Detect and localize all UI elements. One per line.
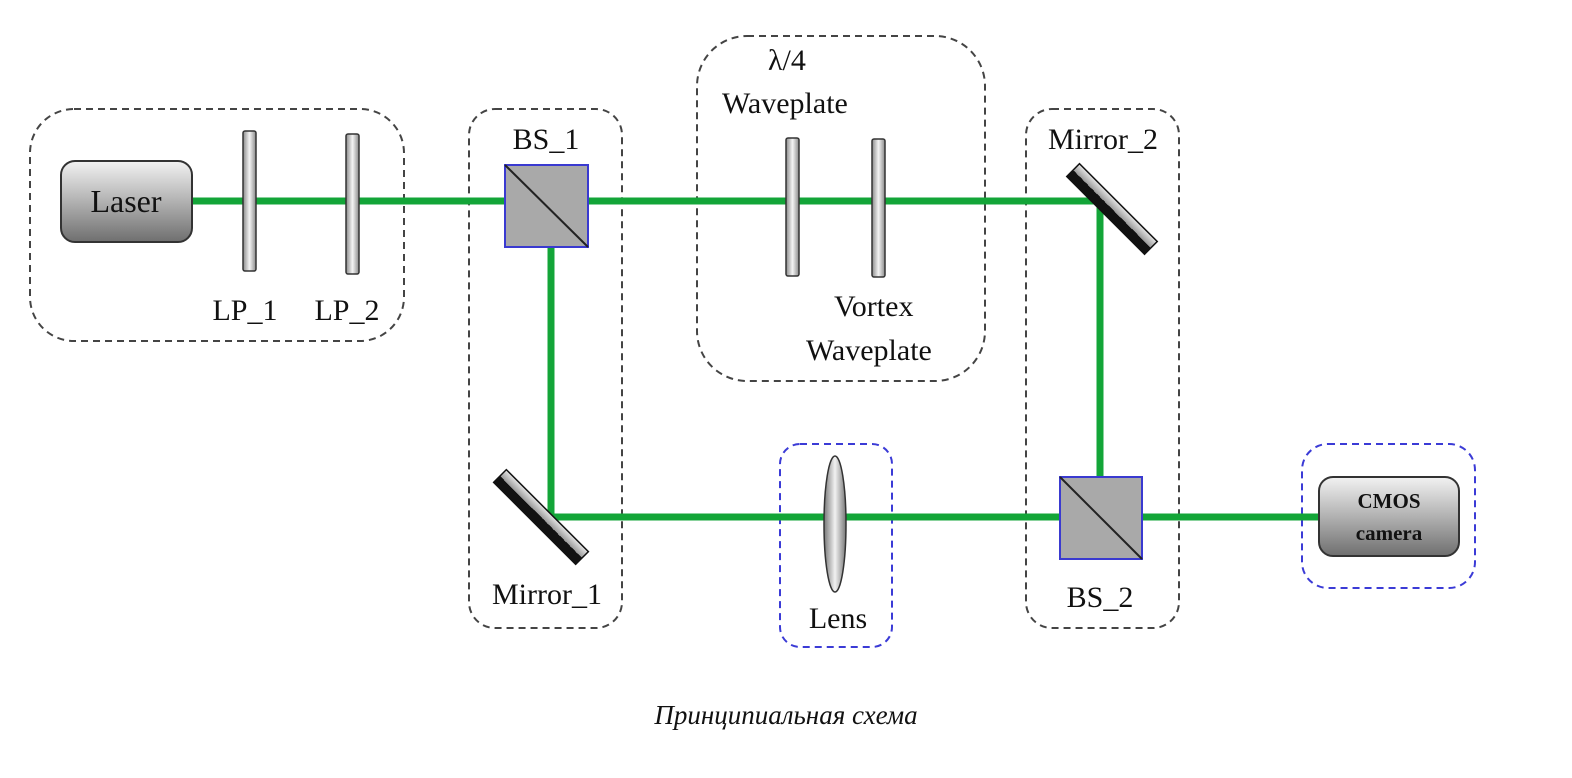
- lp1-label: LP_1: [212, 294, 277, 327]
- lens-group-border: [779, 443, 893, 648]
- lp2-polarizer: [345, 133, 360, 275]
- bs1-beam-splitter: [504, 164, 589, 248]
- source-group-border: [29, 108, 405, 342]
- laser-label: Laser: [90, 183, 161, 219]
- bs2-beam-splitter: [1059, 476, 1143, 560]
- cmos-camera: CMOS camera: [1318, 476, 1460, 557]
- vortex-waveplate: [871, 138, 886, 278]
- camera-label-line2: camera: [1356, 521, 1423, 545]
- bs1-group-border: [468, 108, 623, 629]
- vortex-label-line2: Waveplate: [806, 334, 932, 367]
- camera-group-border: [1301, 443, 1476, 589]
- mirror1: [492, 468, 590, 566]
- bs1-label: BS_1: [513, 123, 580, 156]
- qwp-label-line1: λ/4: [768, 44, 806, 77]
- vortex-label-line1: Vortex: [834, 290, 913, 323]
- bs2-group-border: [1025, 108, 1180, 629]
- lens-label: Lens: [809, 602, 867, 635]
- waveplate-group-border: [696, 35, 986, 382]
- camera-label-line1: CMOS: [1358, 489, 1421, 513]
- figure-caption: Принципиальная схема: [654, 700, 918, 730]
- qwp-label-line2: Waveplate: [722, 87, 848, 120]
- mirror1-label: Mirror_1: [492, 578, 602, 611]
- quarter-waveplate: [785, 137, 800, 277]
- lp2-label: LP_2: [314, 294, 379, 327]
- lens: [823, 455, 847, 593]
- mirror2: [1065, 162, 1159, 256]
- mirror2-label: Mirror_2: [1048, 123, 1158, 156]
- laser: Laser: [60, 160, 193, 243]
- bs2-label: BS_2: [1067, 581, 1134, 614]
- lp1-polarizer: [242, 130, 257, 272]
